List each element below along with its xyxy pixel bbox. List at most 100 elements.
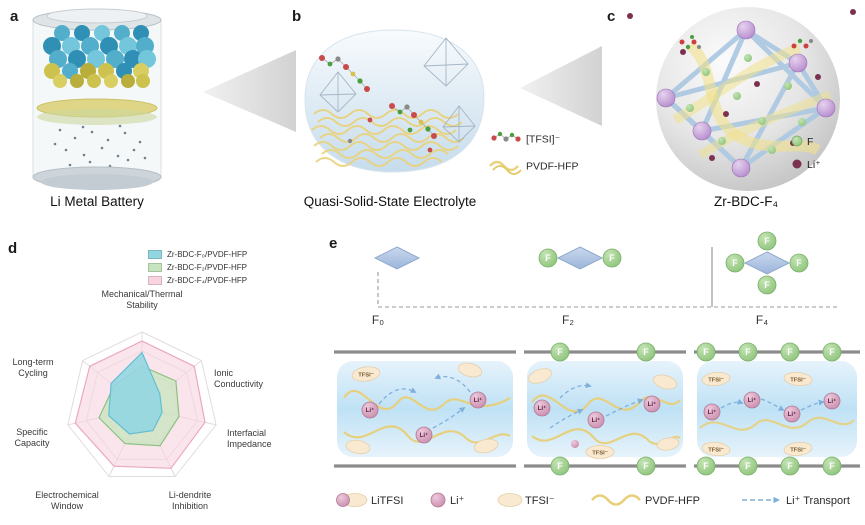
linker-molecules	[679, 35, 813, 50]
tfsi-legend-label: [TFSI]⁻	[526, 134, 561, 146]
linker-f4-diamond	[743, 251, 791, 275]
litfsi-legend-label: LiTFSI	[371, 495, 403, 507]
fluorine-atom-label: F	[764, 280, 770, 290]
fluorine-atom-label: F	[557, 461, 563, 471]
li-ion-icon	[430, 492, 446, 508]
caption-zr-bdc-f4: Zr-BDC-F₄	[714, 194, 778, 209]
fluorine-atom-label: F	[732, 258, 738, 268]
zr-nodes	[656, 20, 836, 178]
fluorine-atom-label: F	[764, 236, 770, 246]
radar-axis-li-dendrite-inhibition: Li-dendrite Inhibition	[168, 490, 212, 512]
fluorine-dot-icon	[791, 135, 803, 147]
linker-f2-diamond	[556, 246, 604, 270]
radar-legend-label: Zr-BDC-F₄/PVDF-HFP	[167, 276, 248, 285]
radar-axis-mechanical-thermal-stability: Mechanical/Thermal Stability	[101, 289, 183, 311]
mof-wireframes	[319, 37, 476, 143]
mof-legend: F Li⁺	[791, 135, 821, 171]
tfsi-molecules	[319, 55, 437, 153]
pvdf-network	[311, 109, 465, 167]
variant-label-f0: F₀	[372, 313, 384, 327]
fluorine-atom-label: F	[545, 253, 551, 263]
fluorine-atom-label: F	[609, 253, 615, 263]
fluorine-atom-label: F	[703, 347, 709, 357]
li-ion-label: Li⁺	[748, 397, 757, 404]
bracket-lines	[377, 247, 837, 308]
electrolyte-legend: [TFSI]⁻ PVDF-HFP	[489, 131, 579, 175]
zoom-beam-right	[520, 46, 602, 126]
cell-f2-schematic: TFSI⁻ Li⁺ Li⁺ Li⁺ F F F F	[524, 342, 686, 476]
fluorine-atom-label: F	[643, 347, 649, 357]
f2-swatch-icon	[148, 263, 162, 272]
fluorine-atom-label: F	[829, 347, 835, 357]
pvdf-legend-label: PVDF-HFP	[526, 161, 579, 173]
fluorine-atom-label: F	[787, 461, 793, 471]
tfsi-legend-label: TFSI⁻	[525, 495, 555, 507]
anion-label: TFSI⁻	[790, 377, 806, 383]
anion-label: TFSI⁻	[708, 377, 724, 383]
radar-legend-label: Zr-BDC-F₂/PVDF-HFP	[167, 263, 247, 272]
electrolyte-illustration	[304, 29, 485, 173]
radar-legend: Zr-BDC-F₀/PVDF-HFP Zr-BDC-F₂/PVDF-HFP Zr…	[148, 250, 247, 285]
cell-f4-schematic: TFSI⁻ TFSI⁻ TFSI⁻ TFSI⁻ Li⁺ Li⁺ Li⁺ Li⁺ …	[694, 342, 860, 476]
li-ion-label: Li⁺	[708, 409, 717, 416]
li-ion-label: Li⁺	[538, 405, 547, 412]
cell-f0-schematic: TFSI⁻ Li⁺ Li⁺ Li⁺	[334, 350, 516, 468]
panel-label-b: b	[292, 8, 302, 25]
caption-quasi-solid-state-electrolyte: Quasi-Solid-State Electrolyte	[303, 194, 477, 209]
transport-legend-label: Li⁺ Transport	[786, 495, 850, 507]
surface-fluorine: F F F F F F F F	[696, 342, 842, 476]
transport-legend: LiTFSI Li⁺ TFSI⁻ PVDF-HFP Li⁺ Transport	[336, 492, 850, 508]
fluorine-legend-label: F	[807, 136, 813, 148]
f0-swatch-icon	[148, 250, 162, 259]
radar-axis-interfacial-impedance: Interfacial Impedance	[227, 428, 272, 450]
tfsi-molecule-icon	[491, 131, 521, 142]
linker-f0-diamond	[373, 246, 421, 270]
battery-illustration	[32, 8, 162, 190]
radar-chart	[67, 331, 217, 477]
panel-label-e: e	[329, 235, 338, 252]
li-ion-label: Li⁺	[788, 411, 797, 418]
variant-label-f4: F₄	[756, 313, 768, 327]
anion-label: TFSI⁻	[708, 447, 724, 453]
panel-label-a: a	[10, 8, 19, 25]
radar-legend-label: Zr-BDC-F₀/PVDF-HFP	[167, 250, 248, 259]
lithium-legend-label: Li⁺	[807, 159, 821, 171]
pvdf-legend-label: PVDF-HFP	[645, 495, 700, 507]
fluorine-atom-label: F	[829, 461, 835, 471]
pvdf-squiggle-icon	[591, 494, 641, 506]
fluorine-atom-label: F	[745, 347, 751, 357]
anion-label: TFSI⁻	[592, 450, 608, 456]
mof-illustration	[627, 7, 856, 191]
lithium-dots	[627, 9, 856, 161]
tfsi-ellipse-icon	[497, 493, 523, 507]
fluorine-atom-label: F	[703, 461, 709, 471]
cathode-particles	[43, 25, 156, 88]
li-ion-label: Li⁺	[366, 407, 375, 414]
lithium-dot-icon	[792, 159, 802, 169]
fluorine-dots	[686, 54, 806, 154]
radar-axis-ionic-conductivity: Ionic Conductivity	[214, 368, 264, 390]
radar-axis-electrochemical-window: Electrochemical Window	[35, 490, 99, 512]
li-ion-label: Li⁺	[474, 397, 483, 404]
fluorine-atom-label: F	[796, 258, 802, 268]
f4-swatch-icon	[148, 276, 162, 285]
fluorine-atom-label: F	[643, 461, 649, 471]
litfsi-icon	[336, 493, 368, 507]
surface-fluorine: F F F F	[550, 342, 656, 476]
fluorine-atom-label: F	[557, 347, 563, 357]
anion-label: TFSI⁻	[358, 372, 374, 378]
li-ion-label: Li⁺	[648, 401, 657, 408]
functionalization-diamonds: F F F F F F	[373, 231, 809, 295]
variant-label-f2: F₂	[562, 313, 574, 327]
li-ion-label: Li⁺	[828, 398, 837, 405]
fluorine-atom-label: F	[787, 347, 793, 357]
radar-legend-item-f2: Zr-BDC-F₂/PVDF-HFP	[148, 263, 247, 272]
caption-li-metal-battery: Li Metal Battery	[50, 194, 144, 209]
panel-label-d: d	[8, 240, 18, 257]
radar-legend-item-f0: Zr-BDC-F₀/PVDF-HFP	[148, 250, 247, 259]
radar-legend-item-f4: Zr-BDC-F₄/PVDF-HFP	[148, 276, 247, 285]
li-ion-label: Li⁺	[420, 432, 429, 439]
li-ion-label: Li⁺	[592, 417, 601, 424]
